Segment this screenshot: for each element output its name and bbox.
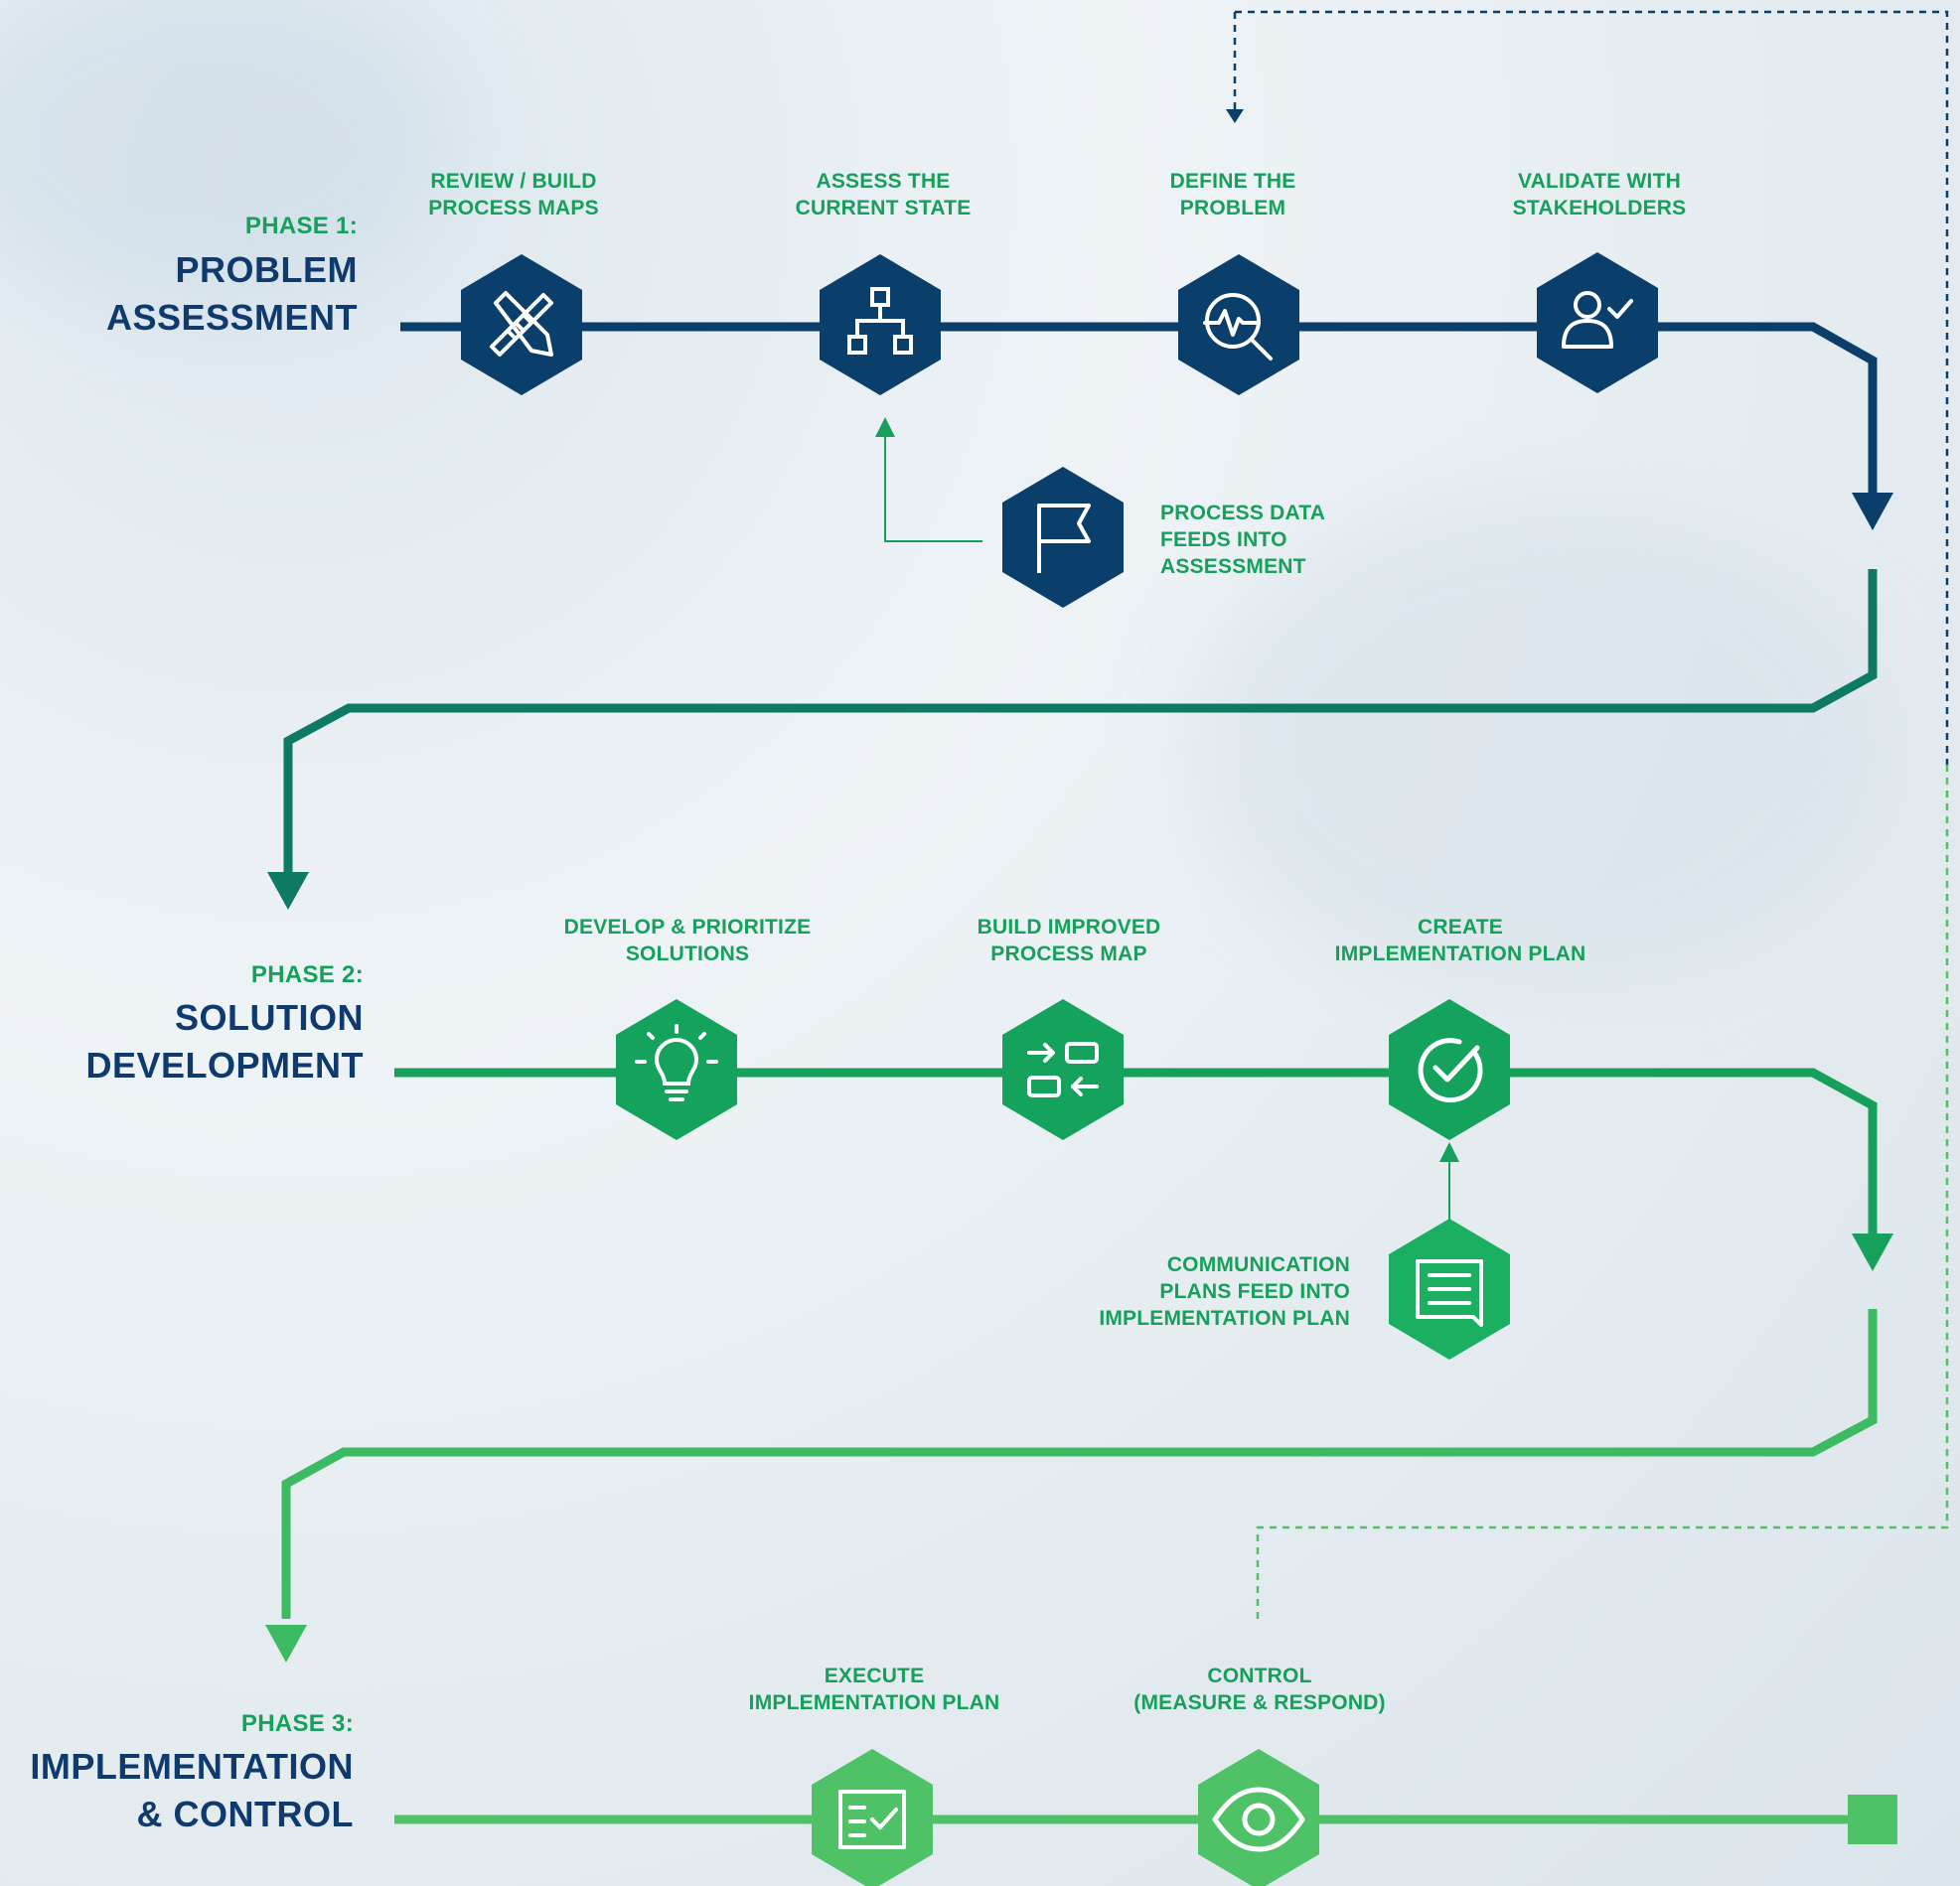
phase2-number: PHASE 2: — [250, 961, 364, 988]
user-check-icon — [1562, 291, 1633, 349]
hex-review-build — [461, 254, 582, 395]
hex-control — [1198, 1749, 1319, 1886]
magnify-pulse-icon — [1203, 293, 1273, 361]
check-circle-icon — [1418, 1038, 1483, 1103]
hex-create-plan — [1389, 999, 1510, 1140]
lightbulb-icon — [635, 1024, 718, 1101]
hex-build-improved — [1002, 999, 1124, 1140]
step-label-execute: EXECUTE IMPLEMENTATION PLAN — [748, 1665, 1000, 1714]
phase1-title: PROBLEM ASSESSMENT — [105, 249, 358, 338]
chat-icon — [1416, 1259, 1483, 1327]
step-label-communication: COMMUNICATION PLANS FEED INTO IMPLEMENTA… — [1099, 1253, 1350, 1330]
phase1-flow-arrowhead — [1852, 493, 1893, 530]
step-label-develop-prioritize: DEVELOP & PRIORITIZE SOLUTIONS — [563, 916, 812, 965]
phase2-flow-arrowhead — [1852, 1233, 1893, 1271]
feedback-loop-arrowhead — [1226, 109, 1244, 123]
hex-process-data — [1002, 467, 1124, 608]
connector-2-3 — [281, 1309, 1878, 1619]
background-glow — [1192, 497, 1887, 993]
swap-icon — [1027, 1042, 1099, 1097]
phase2-title: SOLUTION DEVELOPMENT — [85, 997, 364, 1086]
step-label-process-data: PROCESS DATA FEEDS INTO ASSESSMENT — [1160, 502, 1326, 578]
phase3-number: PHASE 3: — [240, 1710, 354, 1737]
step-label-control: CONTROL (MEASURE & RESPOND) — [1133, 1665, 1386, 1714]
tools-icon — [490, 291, 553, 357]
hex-assess-state — [820, 254, 941, 395]
background-glow — [0, 0, 457, 318]
flag-icon — [1037, 504, 1091, 573]
hex-execute — [812, 1749, 933, 1886]
connector-1-2 — [283, 569, 1878, 874]
feedback-loop-dashed-navy — [1235, 10, 1949, 765]
step-label-review-build: REVIEW / BUILD PROCESS MAPS — [428, 170, 599, 219]
phase3-title: IMPLEMENTATION & CONTROL — [30, 1746, 354, 1834]
phase1-number: PHASE 1: — [244, 213, 358, 239]
step-label-build-improved: BUILD IMPROVED PROCESS MAP — [977, 916, 1161, 965]
step-label-assess-state: ASSESS THE CURRENT STATE — [795, 170, 972, 219]
step-label-create-plan: CREATE IMPLEMENTATION PLAN — [1334, 916, 1586, 965]
connector-1-2-arrowhead — [267, 872, 309, 910]
connector-2-3-arrowhead — [265, 1625, 307, 1663]
step-label-validate: VALIDATE WITH STAKEHOLDERS — [1512, 170, 1687, 219]
phase1-flow-line — [400, 322, 1878, 497]
hex-communication — [1389, 1219, 1510, 1360]
step-label-define-problem: DEFINE THE PROBLEM — [1169, 170, 1296, 219]
hierarchy-icon — [847, 287, 913, 355]
hex-validate — [1537, 252, 1658, 393]
checklist-icon — [838, 1790, 906, 1849]
hex-develop-prioritize — [616, 999, 737, 1140]
process-data-connector — [875, 417, 982, 542]
feedback-loop-dashed-green — [1256, 765, 1949, 1624]
eye-icon — [1212, 1787, 1305, 1852]
end-square — [1848, 1795, 1897, 1844]
hex-define-problem — [1178, 254, 1299, 395]
